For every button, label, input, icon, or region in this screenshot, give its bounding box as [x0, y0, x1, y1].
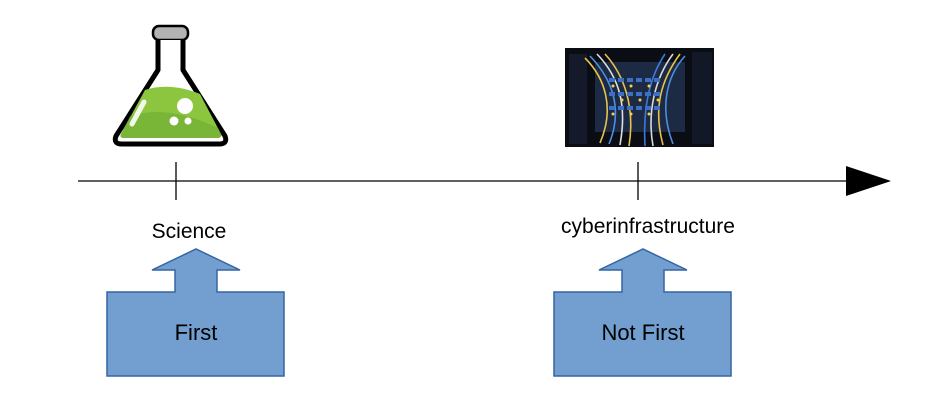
timeline-arrowhead	[846, 166, 891, 196]
label-science: Science	[151, 220, 227, 243]
callout-text-first: First	[174, 320, 218, 345]
label-cyberinfrastructure: cyberinfrastructure	[561, 215, 735, 238]
server-cables-image	[565, 48, 714, 147]
callout-text-not-first: Not First	[601, 320, 685, 345]
callout-arrow-not-first	[553, 248, 732, 377]
flask-icon	[112, 24, 229, 147]
callout-arrow-first	[106, 248, 285, 377]
